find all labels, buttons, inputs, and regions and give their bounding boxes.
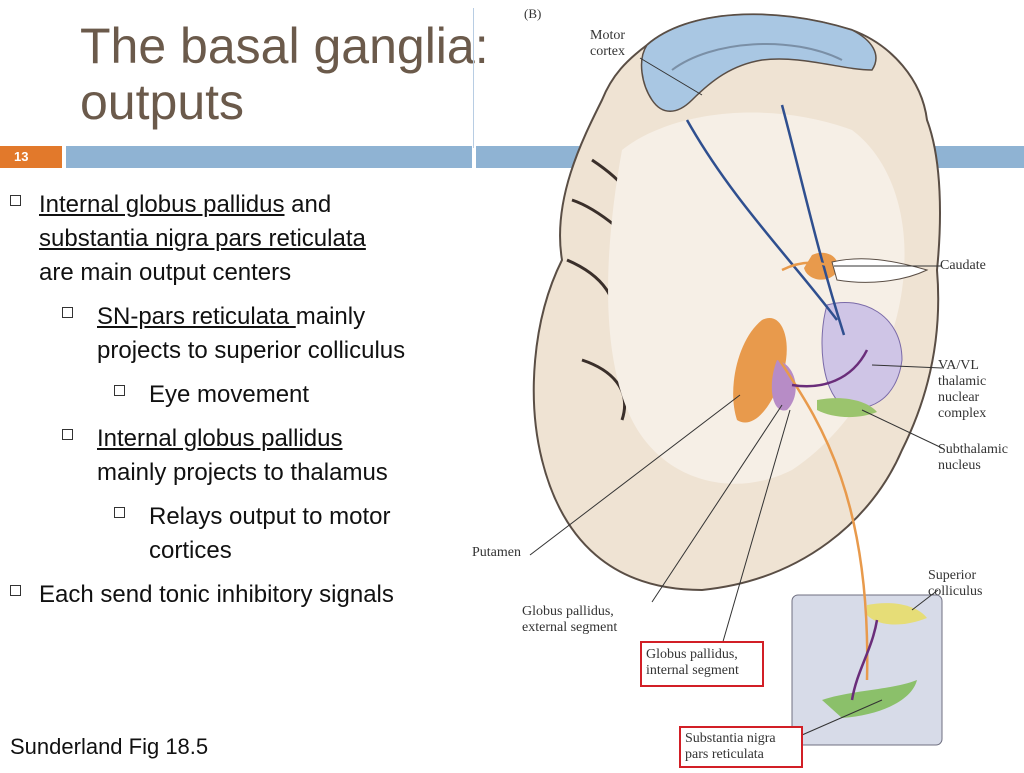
slide-title: The basal ganglia: outputs — [80, 18, 550, 130]
bullet-1-term-2: substantia nigra pars reticulata — [39, 225, 366, 252]
globus-pallidus — [771, 360, 796, 411]
checkbox-icon — [114, 385, 125, 396]
lateral-ventricle — [831, 258, 929, 283]
motor-pathway-2 — [780, 104, 846, 336]
gpi-text: Globus pallidus, internal segment — [646, 647, 739, 678]
caudate-nucleus — [804, 252, 838, 280]
bullet-2-text-1: mainly — [295, 303, 366, 330]
substantia-nigra — [822, 680, 917, 718]
snr-text: Substantia nigra pars reticulata — [685, 731, 776, 762]
basal-ganglia-figure: (B) Motor cortex Caudate VA/VL thalamic … — [472, 0, 1024, 768]
nigral-output-path — [850, 619, 879, 701]
bullet-5: Relays output to motor cortices — [114, 500, 390, 568]
label-subthalamic: Subthalamic nucleus — [938, 442, 1008, 473]
motor-pathway-1 — [685, 119, 838, 321]
slide-number: 13 — [0, 146, 62, 168]
bullet-3-text: Eye movement — [149, 381, 310, 408]
leader-subthalamic — [861, 409, 943, 449]
bullet-2: SN-pars reticulata mainly projects to su… — [62, 300, 405, 368]
leader-gpi — [721, 409, 791, 646]
citation: Sunderland Fig 18.5 — [10, 734, 209, 759]
title-line-2: outputs — [80, 74, 245, 130]
label-putamen: Putamen — [472, 545, 521, 560]
brain-section-illustration — [529, 13, 943, 746]
checkbox-icon — [10, 585, 21, 596]
white-matter — [608, 112, 905, 484]
bullet-1-term-1: Internal globus pallidus — [39, 191, 285, 218]
checkbox-icon — [62, 429, 73, 440]
checkbox-icon — [10, 195, 21, 206]
bullet-2-text-2: projects to superior colliculus — [97, 337, 406, 364]
cortex-fold — [671, 42, 843, 71]
bullet-6-text: Each send tonic inhibitory signals — [39, 581, 394, 608]
label-substantia-nigra-pars-reticulata: Substantia nigra pars reticulata — [679, 726, 803, 768]
bullet-1-text-1: and — [284, 191, 332, 218]
title-divider — [473, 8, 474, 148]
bullet-4-term: Internal globus pallidus — [97, 425, 343, 452]
putamen-caudate-path — [781, 261, 828, 272]
bullet-4: Internal globus pallidus mainly projects… — [62, 422, 388, 490]
leader-sc — [911, 589, 939, 611]
thalamic-output-path — [791, 349, 869, 388]
label-globus-pallidus-internal: Globus pallidus, internal segment — [640, 641, 764, 687]
bullet-2-term: SN-pars reticulata — [97, 303, 296, 330]
bullet-1-text-2: are main output centers — [39, 259, 292, 286]
leader-vavl — [871, 364, 943, 369]
bullet-1: Internal globus pallidus and substantia … — [10, 188, 366, 290]
title-line-1: The basal ganglia: — [80, 18, 489, 74]
label-superior-colliculus: Superior colliculus — [928, 568, 983, 599]
label-vavl: VA/VL thalamic nuclear complex — [938, 358, 987, 421]
superior-colliculus — [867, 603, 927, 625]
leader-snr — [801, 699, 883, 736]
header-bar-left — [66, 146, 472, 168]
leader-motor — [639, 57, 703, 96]
descending-orange-path — [765, 339, 869, 681]
panel-label: (B) — [524, 6, 542, 21]
leader-putamen — [529, 394, 741, 556]
checkbox-icon — [114, 507, 125, 518]
label-caudate: Caudate — [940, 258, 986, 273]
bullet-5-text-1: Relays output to motor — [149, 503, 391, 530]
leader-gpe — [651, 404, 783, 603]
cortex-blue-band — [640, 13, 877, 112]
checkbox-icon — [62, 307, 73, 318]
bullet-4-text: mainly projects to thalamus — [97, 459, 388, 486]
label-globus-pallidus-external: Globus pallidus, external segment — [522, 604, 618, 635]
label-motor-cortex: Motor cortex — [590, 28, 625, 59]
bullet-6: Each send tonic inhibitory signals — [10, 578, 394, 612]
bullet-3: Eye movement — [114, 378, 309, 412]
bullet-5-text-2: cortices — [149, 537, 232, 564]
subthalamic-nucleus — [817, 398, 877, 418]
